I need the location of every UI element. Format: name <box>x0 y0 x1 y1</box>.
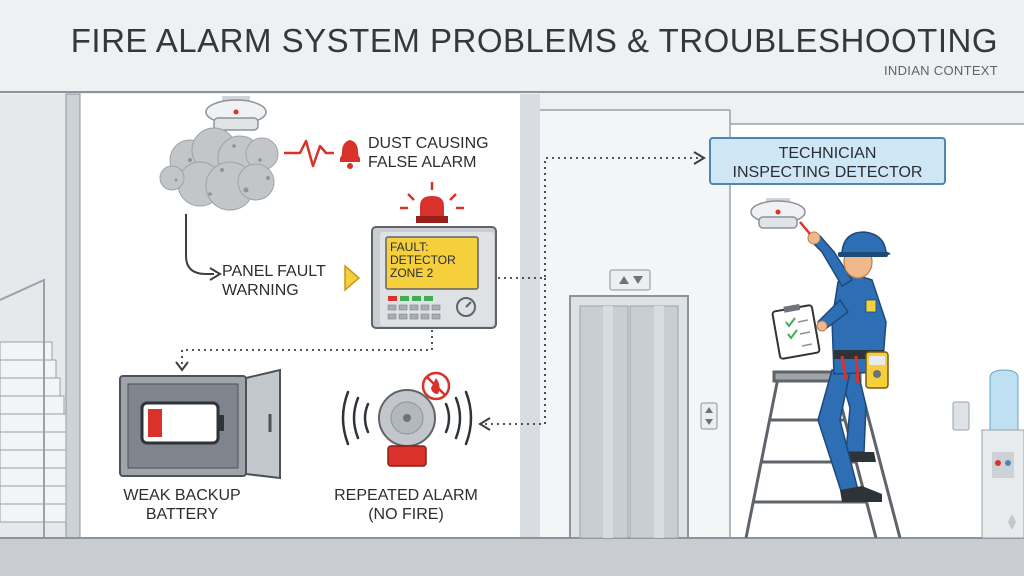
battery-low-icon <box>140 401 224 445</box>
panel-screen <box>385 236 479 290</box>
dust-cloud <box>159 127 279 211</box>
floor <box>0 538 1024 576</box>
page-title: FIRE ALARM SYSTEM PROBLEMS & TROUBLESHOO… <box>70 22 998 59</box>
smoke-detector-icon <box>205 96 267 131</box>
battery-cabinet <box>119 368 281 480</box>
warning-triangle-icon <box>344 264 361 292</box>
technician <box>771 221 891 502</box>
label-weak-battery: WEAK BACKUP BATTERY <box>123 487 241 523</box>
label-panel-fault: PANEL FAULT WARNING <box>222 263 326 299</box>
elevator <box>569 269 718 539</box>
label-dust-false-alarm: DUST CAUSING FALSE ALARM <box>368 135 489 171</box>
staircase <box>0 341 67 523</box>
panel-screen-text: FAULT: DETECTOR ZONE 2 <box>390 240 456 280</box>
bell-icon <box>340 140 360 169</box>
label-technician-inspecting: TECHNICIAN INSPECTING DETECTOR <box>709 137 946 185</box>
page-subtitle: INDIAN CONTEXT <box>884 63 998 78</box>
multimeter-icon <box>865 351 889 389</box>
heartbeat-icon <box>284 139 334 168</box>
clipboard-icon <box>771 304 821 360</box>
red-beacon-icon <box>400 182 464 223</box>
dotted-connectors <box>181 157 700 425</box>
elevator-arrows-icon <box>619 276 643 284</box>
water-dispenser-icon <box>952 369 1024 539</box>
smoke-detector-icon <box>750 198 806 229</box>
label-repeated-alarm: REPEATED ALARM (NO FIRE) <box>334 487 478 523</box>
fire-panel <box>371 182 497 329</box>
alarm-bell-icon <box>341 389 473 467</box>
no-fire-icon <box>421 371 451 401</box>
